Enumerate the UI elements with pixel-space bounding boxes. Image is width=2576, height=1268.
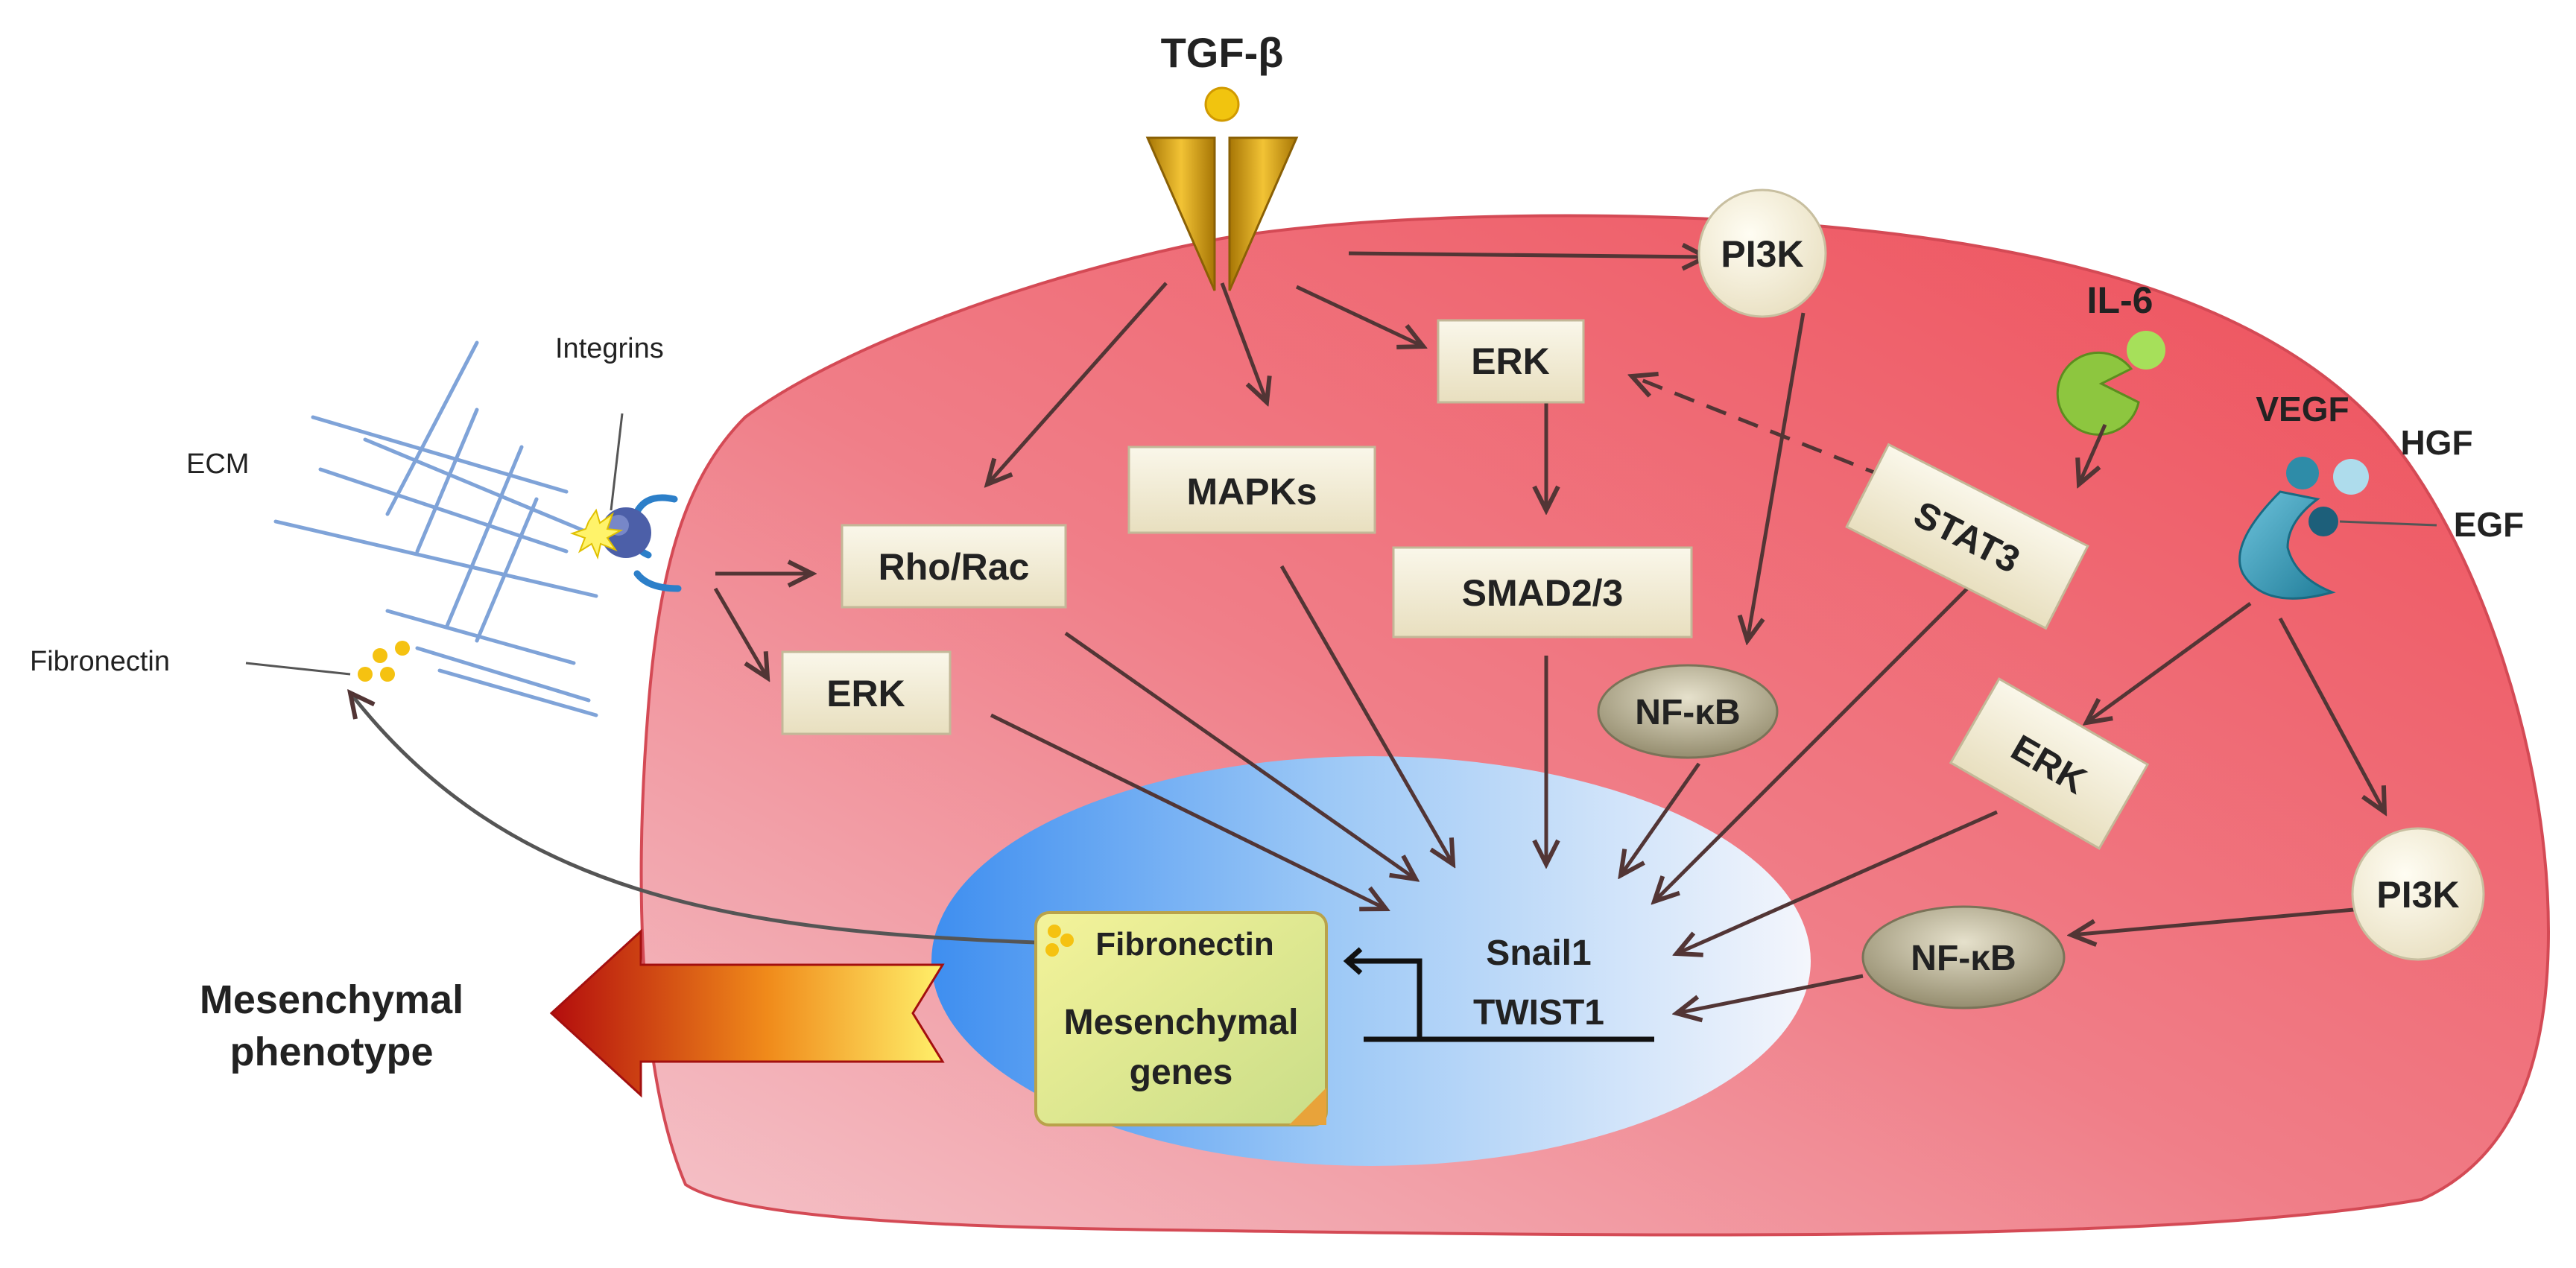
il6-label: IL-6 xyxy=(2087,279,2153,321)
arrow-fibronectin-secretion xyxy=(350,693,1037,945)
arrow-ecm-erk xyxy=(713,587,768,678)
nfkb-right-label: NF-κB xyxy=(1911,939,2016,978)
fibronectin-dots-icon xyxy=(358,641,410,682)
fibronectin-gene-label: Fibronectin xyxy=(1095,926,1274,963)
il6-receptor-icon xyxy=(2056,331,2165,436)
mapks-label: MAPKs xyxy=(1186,471,1317,513)
egf-label: EGF xyxy=(2454,505,2525,544)
ecm-label: ECM xyxy=(186,448,249,480)
twist1-label: TWIST1 xyxy=(1473,993,1604,1033)
tgfb-label: TGF-β xyxy=(1161,29,1284,76)
integrins-leader xyxy=(610,413,624,511)
transcription-arrow xyxy=(1343,947,1423,1039)
fibronectin-leader xyxy=(245,662,351,676)
pi3k-right-label: PI3K xyxy=(2376,874,2459,916)
mesenchymal-genes-line1: Mesenchymal xyxy=(1064,1003,1299,1042)
fibronectin-ecm-label: Fibronectin xyxy=(30,646,170,677)
pi3k-top-node: PI3K xyxy=(1697,188,1827,318)
nfkb-right-node: NF-κB xyxy=(1861,905,2066,1009)
phenotype-label-line1: Mesenchymal xyxy=(200,977,463,1022)
arrow-stat3-erk-dashed xyxy=(1632,376,1886,479)
erk-center-node: ERK xyxy=(1437,319,1585,404)
arrow-nfkb-snail xyxy=(1621,762,1701,875)
nfkb-center-node: NF-κB xyxy=(1597,664,1779,759)
erk-center-label: ERK xyxy=(1471,340,1550,382)
arrow-erk-snail xyxy=(990,713,1386,909)
snail1-label: Snail1 xyxy=(1486,933,1591,973)
arrow-tgfb-pi3k xyxy=(1348,253,1706,257)
mesenchymal-genes-line2: genes xyxy=(1130,1053,1233,1092)
arrow-rhorac-snail xyxy=(1064,631,1416,879)
tgfb-receptor-icon xyxy=(1145,136,1299,291)
smad-node: SMAD2/3 xyxy=(1392,546,1693,638)
pi3k-top-label: PI3K xyxy=(1721,233,1803,275)
arrow-tgfb-rhorac xyxy=(987,282,1168,484)
integrins-label: Integrins xyxy=(555,333,664,364)
arrow-stat3-snail xyxy=(1654,580,1976,901)
fibronectin-gene-dots-icon xyxy=(1045,925,1074,957)
arrow-gf-erk xyxy=(2086,601,2252,723)
signaling-arrows xyxy=(713,253,2384,1013)
smad-label: SMAD2/3 xyxy=(1462,572,1624,614)
arrow-erkright-snail xyxy=(1677,810,1999,954)
mesenchymal-genes-box: Fibronectin Mesenchymal genes xyxy=(1034,911,1328,1126)
arrow-il6-stat3 xyxy=(2079,423,2107,484)
vegf-label: VEGF xyxy=(2256,390,2349,428)
tgfb-ligand-icon xyxy=(1204,86,1240,122)
ecm-mesh xyxy=(273,340,598,717)
arrow-mapks-snail xyxy=(1279,565,1453,864)
erk-right-node: ERK xyxy=(1949,677,2150,850)
integrin-activation-icon xyxy=(569,508,624,560)
mapks-node: MAPKs xyxy=(1127,446,1376,534)
arrow-tgfb-erk xyxy=(1295,285,1423,346)
growth-factor-receptor-icon xyxy=(2238,457,2437,600)
rho-rac-node: Rho/Rac xyxy=(841,524,1067,609)
mesenchymal-phenotype-arrow xyxy=(549,928,945,1098)
arrow-pi3k-nfkbright xyxy=(2072,907,2363,935)
erk-left-node: ERK xyxy=(781,650,952,735)
arrow-gf-pi3k xyxy=(2278,617,2384,812)
nfkb-center-label: NF-κB xyxy=(1635,693,1740,732)
rho-rac-label: Rho/Rac xyxy=(879,546,1030,588)
hgf-label: HGF xyxy=(2400,423,2472,462)
phenotype-label-line2: phenotype xyxy=(230,1030,433,1074)
stat3-node: STAT3 xyxy=(1845,443,2089,630)
pi3k-right-node: PI3K xyxy=(2351,827,2485,961)
arrow-nfkbright-twist xyxy=(1677,974,1864,1013)
erk-left-label: ERK xyxy=(826,673,905,714)
arrow-pi3k-nfkb xyxy=(1747,312,1806,641)
arrow-tgfb-mapks xyxy=(1220,282,1267,402)
